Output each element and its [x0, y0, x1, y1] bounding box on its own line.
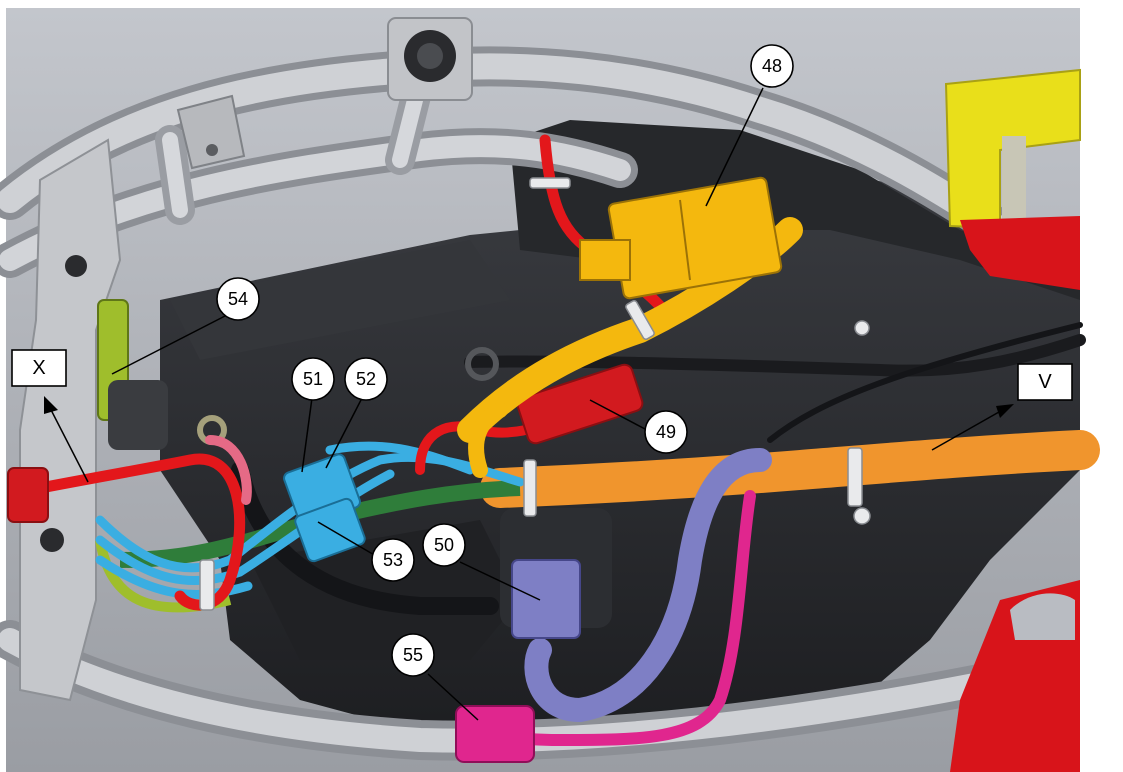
svg-text:52: 52 [356, 369, 376, 389]
leader-x [47, 403, 89, 483]
connector-left-red [7, 467, 49, 523]
rubber-mount [387, 17, 473, 101]
callout-50: 50 [422, 523, 466, 567]
connector-49 [516, 363, 644, 445]
leader-49 [589, 399, 646, 430]
svg-text:48: 48 [762, 56, 782, 76]
svg-text:50: 50 [434, 535, 454, 555]
label-box-v: V [1017, 363, 1073, 401]
svg-text:V: V [1038, 371, 1052, 393]
svg-text:49: 49 [656, 422, 676, 442]
leader-52 [325, 397, 363, 469]
leader-53 [317, 521, 377, 557]
callout-53: 53 [371, 538, 415, 582]
leader-v [931, 407, 1007, 451]
connector-48 [579, 176, 783, 300]
leader-48 [705, 87, 764, 207]
label-box-x: X [11, 349, 67, 387]
callout-51: 51 [291, 357, 335, 401]
leader-55 [427, 673, 479, 721]
svg-text:X: X [32, 357, 45, 379]
callout-49: 49 [644, 410, 688, 454]
leader-arrowheads [44, 396, 1014, 418]
orange-harness [480, 430, 1100, 508]
svg-text:54: 54 [228, 289, 248, 309]
service-stand [944, 68, 1081, 772]
leader-lines [47, 87, 1007, 721]
callout-55: 55 [391, 633, 435, 677]
connectors-51-52-53 [283, 453, 366, 563]
svg-text:51: 51 [303, 369, 323, 389]
connector-55 [455, 705, 535, 763]
leader-54 [111, 315, 226, 375]
callout-54: 54 [216, 277, 260, 321]
callout-48: 48 [750, 44, 794, 88]
arrow-x [44, 396, 58, 414]
frame-bracket [176, 94, 246, 170]
cable-ties [199, 177, 871, 611]
connector-50 [500, 508, 612, 639]
svg-text:55: 55 [403, 645, 423, 665]
leader-51 [301, 397, 313, 473]
arrow-v [996, 404, 1014, 418]
svg-text:53: 53 [383, 550, 403, 570]
callout-52: 52 [344, 357, 388, 401]
leader-50 [459, 561, 541, 601]
lavender-harness [524, 448, 772, 723]
